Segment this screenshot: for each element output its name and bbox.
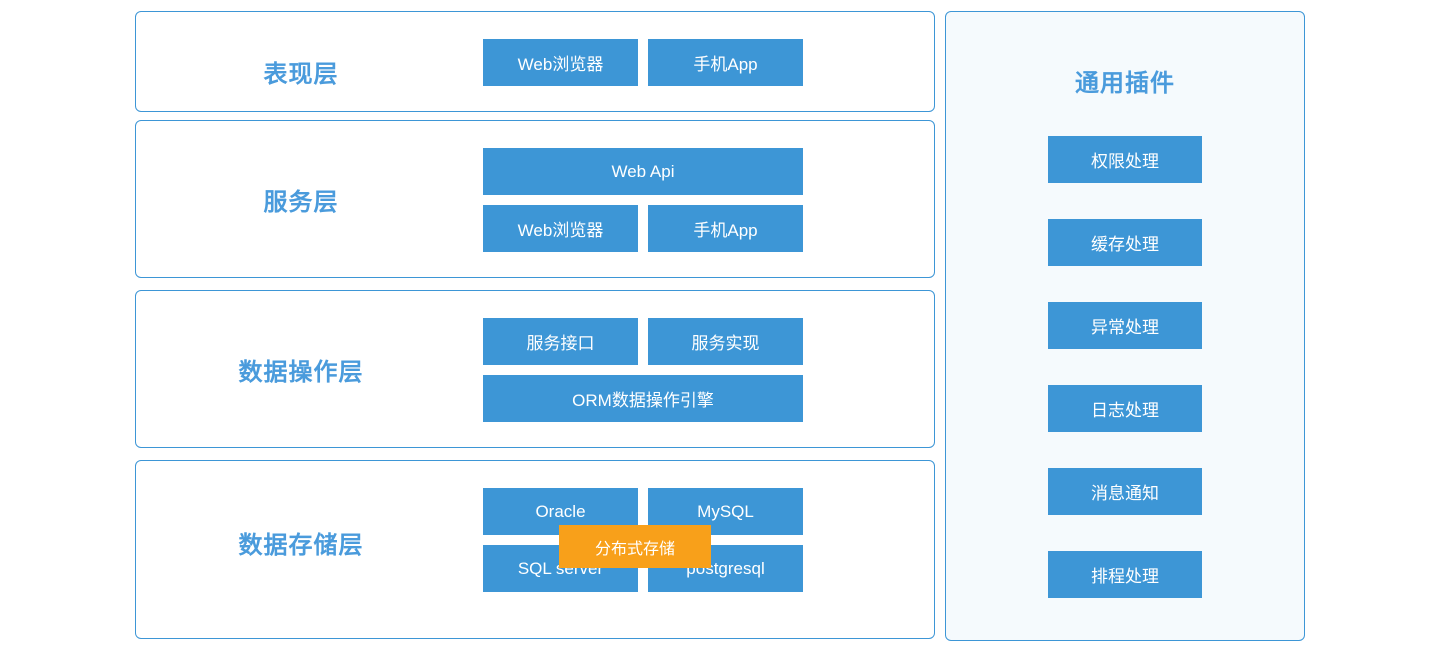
row-spacer: [483, 195, 803, 205]
box-row: 服务接口 服务实现: [483, 318, 803, 365]
box-row: Web Api: [483, 148, 803, 195]
layer-boxes-service: Web Api Web浏览器 手机App: [483, 148, 803, 252]
box-row: ORM数据操作引擎: [483, 375, 803, 422]
box-row: Web浏览器 手机App: [483, 39, 803, 86]
plugin-item-scheduling[interactable]: 排程处理: [1048, 551, 1202, 598]
box-mobile-app[interactable]: 手机App: [648, 39, 803, 86]
layer-title-data-operation: 数据操作层: [238, 359, 364, 386]
plugin-item-logging[interactable]: 日志处理: [1048, 385, 1202, 432]
box-service-implementation[interactable]: 服务实现: [648, 318, 803, 365]
box-orm-engine[interactable]: ORM数据操作引擎: [483, 375, 803, 422]
layer-panel-data-storage: 数据存储层 Oracle MySQL SQL server postgresql: [135, 460, 935, 639]
plugin-panel: 通用插件 权限处理 缓存处理 异常处理 日志处理 消息通知 排程处理: [945, 11, 1305, 641]
box-service-interface[interactable]: 服务接口: [483, 318, 638, 365]
layer-panel-service: 服务层 Web Api Web浏览器 手机App: [135, 120, 935, 278]
box-sql-server[interactable]: SQL server: [483, 545, 638, 592]
plugin-list: 权限处理 缓存处理 异常处理 日志处理 消息通知 排程处理: [946, 136, 1304, 598]
box-distributed-storage[interactable]: 分布式存储: [559, 525, 711, 568]
layer-title-service: 服务层: [263, 189, 339, 216]
box-web-api[interactable]: Web Api: [483, 148, 803, 195]
layer-boxes-presentation: Web浏览器 手机App: [483, 39, 803, 86]
layer-title-data-storage: 数据存储层: [238, 532, 364, 559]
layer-boxes-data-operation: 服务接口 服务实现 ORM数据操作引擎: [483, 318, 803, 422]
layer-panel-presentation: 表现层 Web浏览器 手机App: [135, 11, 935, 112]
row-spacer: [483, 365, 803, 375]
layer-panel-data-operation: 数据操作层 服务接口 服务实现 ORM数据操作引擎: [135, 290, 935, 448]
box-mobile-app[interactable]: 手机App: [648, 205, 803, 252]
plugin-panel-title: 通用插件: [1075, 70, 1175, 97]
plugin-item-cache[interactable]: 缓存处理: [1048, 219, 1202, 266]
plugin-item-notification[interactable]: 消息通知: [1048, 468, 1202, 515]
box-row: Web浏览器 手机App: [483, 205, 803, 252]
plugin-item-permission[interactable]: 权限处理: [1048, 136, 1202, 183]
layer-title-presentation: 表现层: [263, 61, 339, 88]
box-web-browser[interactable]: Web浏览器: [483, 205, 638, 252]
plugin-item-exception[interactable]: 异常处理: [1048, 302, 1202, 349]
box-web-browser[interactable]: Web浏览器: [483, 39, 638, 86]
